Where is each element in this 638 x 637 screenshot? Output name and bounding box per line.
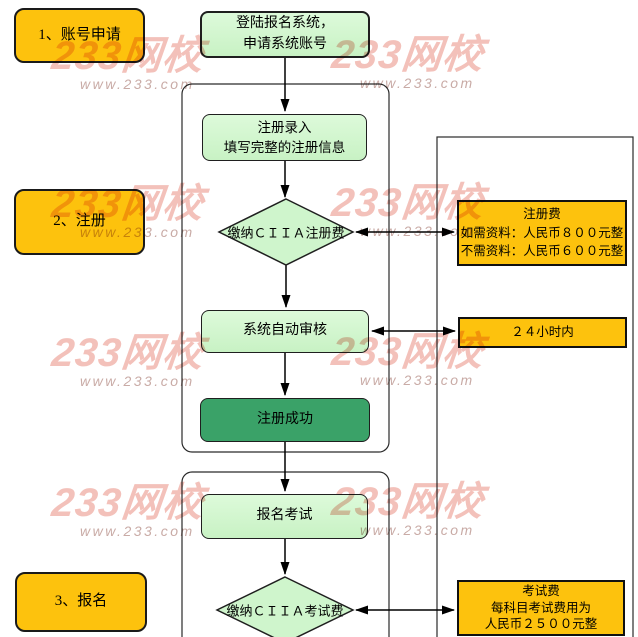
stage-signup-label: 3、报名	[54, 593, 108, 610]
register-input-line2: 填写完整的注册信息	[223, 139, 346, 155]
register-fee-note: 注册费 如需资料：人民币８００元整 不需资料：人民币６００元整	[457, 200, 627, 266]
reg-fee-decision-label: 缴纳ＣＩＩＡ注册费	[227, 225, 345, 241]
stage-account-apply: 1、账号申请	[14, 8, 145, 63]
exam-signup-box: 报名考试	[201, 494, 368, 539]
stage-register-label: 2、注册	[53, 213, 106, 230]
login-line2: 申请系统账号	[243, 36, 327, 52]
review-time-label: ２４小时内	[511, 325, 574, 340]
reg-fee-decision-diamond	[217, 198, 355, 266]
exam-fee-decision-diamond	[215, 576, 355, 637]
review-time-note: ２４小时内	[458, 317, 627, 348]
register-input-line1: 注册录入	[257, 119, 312, 135]
exam-fee-title: 考试费	[522, 583, 560, 598]
exam-fee-note: 考试费 每科目考试费用为 人民币２５００元整	[457, 580, 625, 636]
register-input-box: 注册录入 填写完整的注册信息	[202, 114, 367, 161]
register-success-label: 注册成功	[257, 411, 313, 427]
login-line1: 登陆报名系统，	[236, 16, 334, 32]
register-fee-title: 注册费	[523, 206, 561, 221]
login-system-box: 登陆报名系统， 申请系统账号	[200, 11, 370, 58]
register-fee-line2: 不需资料：人民币６００元整	[460, 244, 624, 259]
stage-register: 2、注册	[14, 189, 145, 255]
register-fee-line1: 如需资料：人民币８００元整	[460, 225, 624, 240]
exam-signup-label: 报名考试	[256, 508, 313, 524]
notes-group-frame	[436, 136, 634, 637]
auto-review-box: 系统自动审核	[201, 310, 369, 353]
stage-signup: 3、报名	[15, 572, 147, 632]
auto-review-label: 系统自动审核	[243, 323, 327, 339]
exam-fee-line2: 人民币２５００元整	[484, 617, 598, 632]
register-success-box: 注册成功	[200, 398, 370, 442]
exam-fee-line1: 每科目考试费用为	[490, 600, 591, 615]
exam-fee-decision-label: 缴纳ＣＩＩＡ考试费	[226, 603, 344, 619]
stage-account-apply-label: 1、账号申请	[38, 26, 121, 43]
